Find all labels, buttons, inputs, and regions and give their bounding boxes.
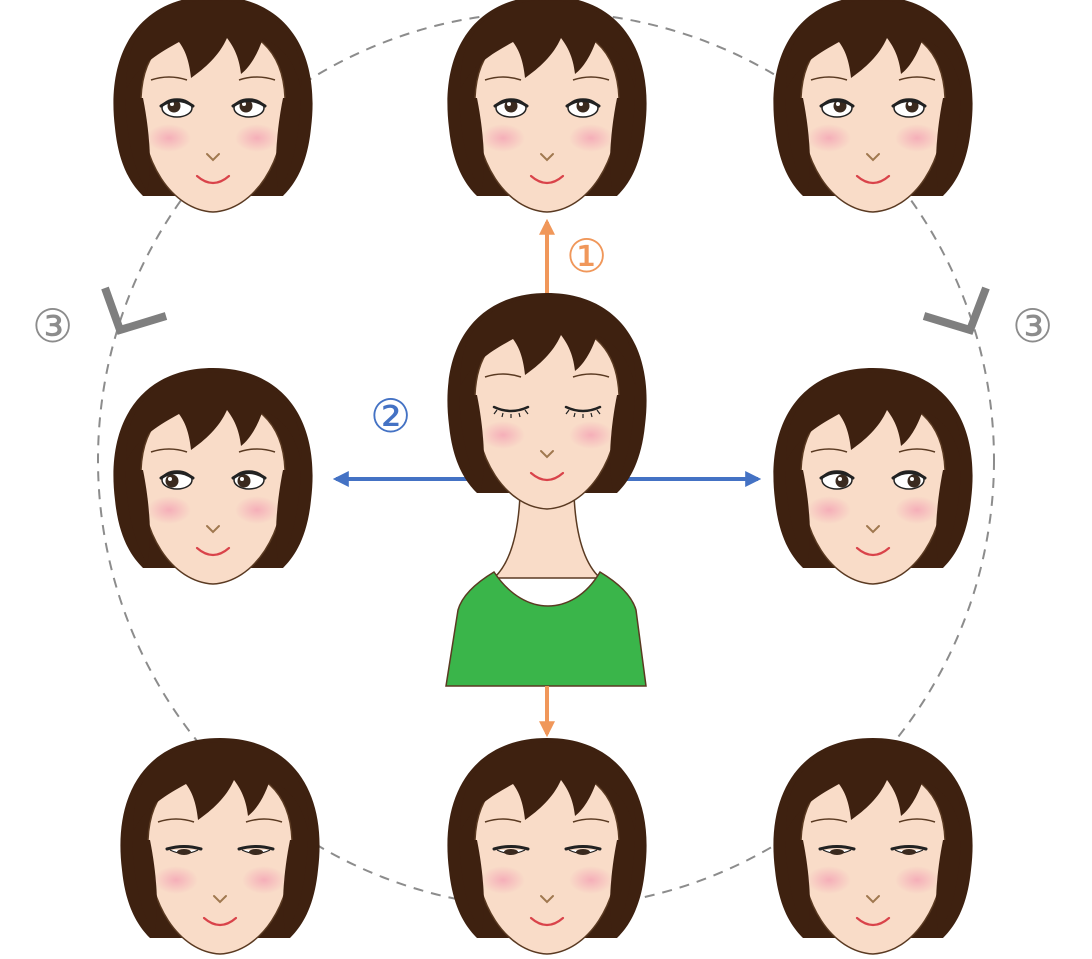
face-left (112, 366, 314, 586)
step3-right-label: ③ (1012, 299, 1053, 353)
face-top-right (772, 0, 974, 214)
step2-label: ② (370, 389, 411, 443)
center-figure-body (445, 494, 647, 687)
face-top-left (112, 0, 314, 214)
face-bottom-right (772, 736, 974, 956)
face-right (772, 366, 974, 586)
face-center (446, 291, 648, 511)
step1-label: ① (566, 229, 607, 283)
step3-chevron-left (101, 286, 168, 335)
step3-chevron-right (922, 286, 990, 335)
face-bottom (446, 736, 648, 956)
face-bottom-left (119, 736, 321, 956)
step3-left-label: ③ (32, 299, 73, 353)
face-top (446, 0, 648, 214)
